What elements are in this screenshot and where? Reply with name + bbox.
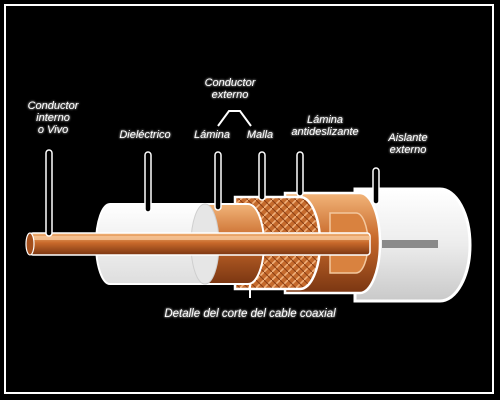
label-foil: Lámina (193, 129, 231, 141)
label-inner-conductor: Conductor interno o Vivo (27, 100, 79, 136)
figure-caption: Detalle del corte del cable coaxial (164, 308, 336, 320)
leader-line-foil (214, 151, 222, 211)
leader-line-inner-conductor (45, 149, 53, 237)
leader-bracket-outer-conductor (217, 110, 252, 127)
label-outer-jacket: Aislante externo (388, 132, 428, 156)
leader-line-dielectric (144, 151, 152, 213)
label-dielectric: Dieléctrico (119, 129, 171, 141)
outer-jacket (353, 187, 472, 303)
label-outer-conductor: Conductor externo (204, 77, 256, 101)
inner-conductor (25, 232, 371, 256)
leader-line-antislip (296, 151, 304, 197)
label-antislip-sheet: Lámina antideslizante (291, 114, 359, 138)
leader-lines (45, 110, 380, 298)
leader-line-outer-jacket (372, 167, 380, 205)
figure-frame (4, 4, 494, 394)
label-braid: Malla (246, 129, 274, 141)
leader-line-braid (258, 151, 266, 201)
